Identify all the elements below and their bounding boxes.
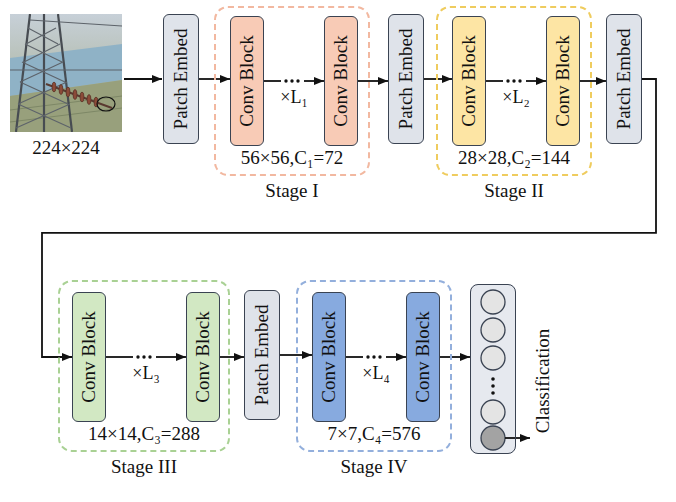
connector-arrow — [346, 355, 406, 358]
node-text: Conv Block — [458, 35, 480, 126]
node-text: Conv Block — [412, 311, 434, 402]
conv-block-box: Conv Block — [546, 16, 580, 146]
connector-arrow — [486, 79, 546, 82]
conv-block-box: Conv Block — [406, 292, 440, 422]
connector-arrow — [580, 81, 606, 82]
connector-arrow — [106, 355, 186, 358]
conv-block-box: Conv Block — [324, 16, 358, 146]
connector-arrow — [264, 79, 324, 82]
connector-arrow — [358, 81, 388, 82]
repeat-label: ×L₄ — [362, 363, 389, 384]
node-text: Patch Embed — [613, 29, 635, 130]
node-text: Stage III — [50, 456, 238, 478]
repeat-label: ×L₃ — [132, 363, 159, 384]
connector-arrow — [440, 357, 470, 358]
node-text: Conv Block — [330, 35, 352, 126]
input-arrow — [124, 78, 162, 80]
patch-embed-box: Patch Embed — [388, 14, 424, 144]
connector-arrow — [220, 357, 244, 358]
repeat-label: ×L₁ — [280, 87, 307, 108]
node-text: Patch Embed — [395, 29, 417, 130]
node-text: Conv Block — [318, 311, 340, 402]
node-text: Conv Block — [192, 311, 214, 402]
conv-block-box: Conv Block — [452, 16, 486, 146]
input-size-label: 224×224 — [32, 137, 100, 159]
repeat-label: ×L₂ — [502, 87, 529, 108]
conv-block-box: Conv Block — [312, 292, 346, 422]
node-text: Stage I — [206, 180, 378, 202]
classifier-neurons — [470, 284, 516, 454]
node-text: 56×56,C₁=72 — [206, 147, 378, 169]
node-text: Conv Block — [552, 35, 574, 126]
node-text: 7×7,C₄=576 — [288, 423, 460, 445]
node-text: Patch Embed — [170, 29, 192, 130]
patch-embed-box: Patch Embed — [606, 14, 642, 144]
conv-block-box: Conv Block — [72, 292, 106, 422]
connector-arrow — [424, 79, 452, 80]
node-text: Conv Block — [78, 311, 100, 402]
output-arrow — [505, 437, 530, 439]
patch-embed-box: Patch Embed — [244, 290, 280, 420]
power-line-photo — [10, 14, 122, 132]
node-text: Stage II — [428, 180, 600, 202]
node-text: 14×14,C₃=288 — [50, 423, 238, 445]
node-text: Conv Block — [236, 35, 258, 126]
conv-block-box: Conv Block — [186, 292, 220, 422]
node-text: 28×28,C₂=144 — [428, 147, 600, 169]
conv-block-box: Conv Block — [230, 16, 264, 146]
node-text: Stage IV — [288, 456, 460, 478]
node-text: Classification — [532, 329, 554, 433]
classifier-column: Classification — [470, 284, 516, 454]
patch-embed-box: Patch Embed — [163, 14, 199, 144]
node-text: Patch Embed — [251, 305, 273, 406]
